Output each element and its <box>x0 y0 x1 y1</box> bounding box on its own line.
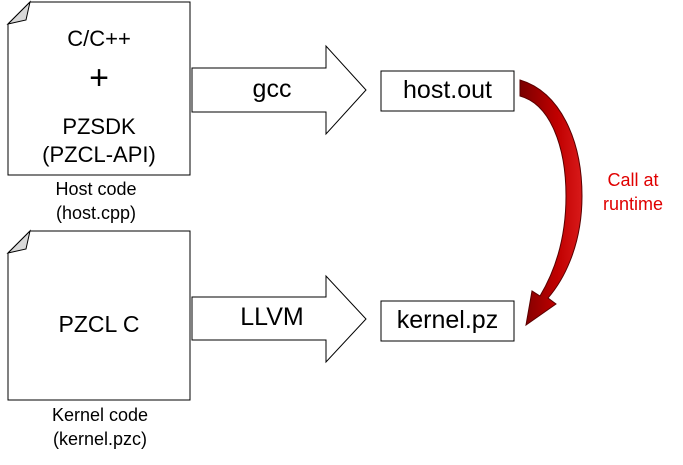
gcc-label: gcc <box>252 75 292 103</box>
llvm-arrow-shape <box>191 274 367 364</box>
gcc-arrow-shape <box>191 44 367 136</box>
pzcl-api-label: (PZCL-API) <box>42 142 156 167</box>
kernel-pz-box <box>380 300 515 342</box>
host-out-label: host.out <box>403 76 492 104</box>
kernel-document-shape <box>6 229 191 401</box>
host-code-caption: Host code <box>55 179 137 199</box>
host-document-shape <box>6 0 191 176</box>
host-out-box <box>380 70 515 112</box>
kernel-code-caption: Kernel code <box>51 405 149 425</box>
host-file-caption: (host.cpp) <box>55 203 137 223</box>
plus-sign: + <box>89 59 109 97</box>
pzcl-c-label: PZCL C <box>58 311 140 337</box>
llvm-label: LLVM <box>240 303 304 331</box>
runtime-label: runtime <box>602 194 664 214</box>
call-at-label: Call at <box>607 170 659 190</box>
kernel-file-caption: (kernel.pzc) <box>52 429 148 449</box>
runtime-call-arrow <box>519 79 583 327</box>
host-lang-label: C/C++ <box>67 26 131 51</box>
pzsdk-label: PZSDK <box>62 114 136 139</box>
kernel-pz-label: kernel.pz <box>396 306 499 334</box>
